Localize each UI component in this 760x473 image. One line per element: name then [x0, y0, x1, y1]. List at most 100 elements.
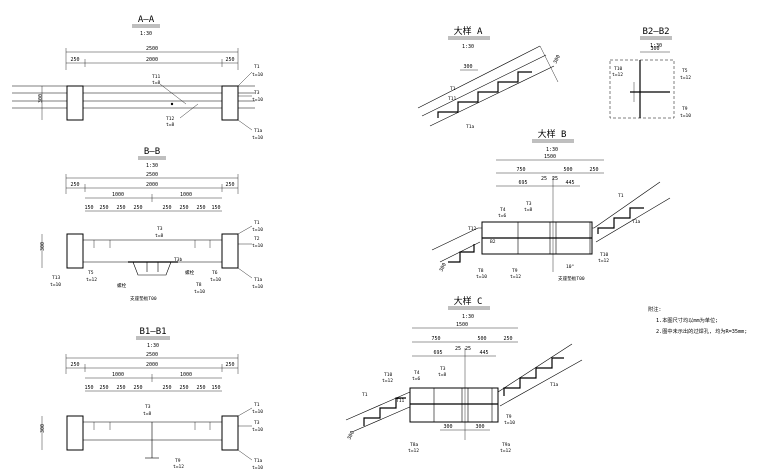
bb-label-t13-t: t=10	[50, 282, 61, 288]
detail-b-dim-b: 500	[563, 167, 572, 173]
aa-label-t12: T12	[166, 116, 175, 122]
bb-label-t2-t: t=10	[252, 243, 263, 249]
detail-c-dim-total: 1500	[456, 322, 468, 328]
detail-b-dim-c: 250	[589, 167, 598, 173]
notes-line-1: 1.本图尺寸均以mm为单位;	[656, 316, 718, 324]
b1-sub-dim: 250	[162, 385, 171, 391]
detail-a-label-t1: T1	[450, 86, 456, 92]
bb-label-pad: 支座垫板T00	[130, 295, 157, 302]
b1-label-t9-t: t=12	[173, 464, 184, 470]
bb-sub-dim: 250	[179, 205, 188, 211]
b1-label-t9: T9	[175, 458, 181, 464]
bb-label-t1a: T1a	[254, 277, 263, 283]
detail-b-dim-f: 25	[552, 176, 558, 182]
bb-label-t5-t: t=12	[86, 277, 97, 283]
b1-dim-total: 2500	[146, 352, 158, 358]
bb-sub-dim: 150	[211, 205, 220, 211]
detail-a-dim-top: 300	[463, 64, 472, 70]
b1-label-t3r-t: t=10	[252, 427, 263, 433]
detail-c-title: 大样 C	[454, 295, 483, 307]
aa-label-t12-t: t=8	[166, 122, 175, 128]
b1-label-t3: T3	[145, 404, 151, 410]
detail-c-dim-side: 300	[346, 430, 355, 441]
aa-label-t1: T1	[254, 64, 260, 70]
aa-dim-total: 2500	[146, 46, 158, 52]
detail-b-title: 大样 B	[538, 128, 567, 140]
bb-label-t3b: T3b	[174, 257, 183, 263]
b1-dim-side: 300	[40, 424, 46, 433]
detail-c-label-t9: T9	[506, 414, 512, 420]
bb-label-t2: T2	[254, 236, 260, 242]
detail-c-label-t10: T10	[384, 372, 393, 378]
b1-sub-dim: 250	[196, 385, 205, 391]
b1-label-t1-t: t=10	[252, 409, 263, 415]
aa-label-t3: T3	[254, 90, 260, 96]
detail-b-label-pad: 支座垫板T00	[558, 275, 585, 282]
bb-sub-dim: 250	[133, 205, 142, 211]
bb-label-bolt: 螺栓	[117, 282, 127, 289]
b1-label-t1a-t: t=10	[252, 465, 263, 471]
bb-sub-dims: 150 250 250 250 250 250 250 150	[84, 205, 220, 211]
detail-c-dim-f: 25	[465, 346, 471, 352]
detail-b-label-t9: T9	[512, 268, 518, 274]
b1-label-t3r: T3	[254, 420, 260, 426]
detail-b-label-t8: T8	[478, 268, 484, 274]
detail-b-label-t10-t: t=12	[598, 258, 609, 264]
section-b1: B1–B1 1:30 2500 250 2000 250 1000 1000 1…	[40, 327, 263, 471]
detail-b-label-angle: 10°	[566, 264, 575, 270]
bb-label-t8: T8	[196, 282, 202, 288]
bb-label-t8-t: t=10	[194, 289, 205, 295]
aa-label-t11-t: t=8	[152, 80, 161, 86]
notes-title: 附注:	[648, 305, 662, 313]
section-b1-title: B1–B1	[139, 327, 166, 337]
detail-c-dim-b: 500	[477, 336, 486, 342]
b1-label-t1: T1	[254, 402, 260, 408]
b1-sub-dim: 250	[179, 385, 188, 391]
detail-c-label-t9-t: t=10	[504, 420, 515, 426]
detail-c-label-t3: T3	[440, 366, 446, 372]
bb-sub-dim: 150	[84, 205, 93, 211]
b1-dim-a: 1000	[112, 372, 124, 378]
section-bb-scale: 1:30	[146, 163, 158, 169]
bb-label-t6: T6	[212, 270, 218, 276]
detail-b2-scale: 1:30	[650, 43, 662, 49]
detail-b2-label-t5: T5	[682, 68, 688, 74]
detail-c-label-t3-t: t=8	[438, 372, 447, 378]
bb-dim-c: 1000	[180, 192, 192, 198]
detail-c-label-t1a: T1a	[550, 382, 559, 388]
detail-c-label-t8a: T8a	[410, 442, 419, 448]
detail-c-label-t9a-t: t=12	[500, 448, 511, 454]
detail-c-dim-d: 695	[433, 350, 442, 356]
detail-b-label-t4: T4	[500, 207, 506, 213]
aa-label-t3-t: t=10	[252, 97, 263, 103]
detail-b-label-b2: B2	[490, 239, 496, 245]
detail-c-dim-g: 445	[479, 350, 488, 356]
detail-a-title: 大样 A	[454, 25, 483, 37]
detail-b2-label-t9: T9	[682, 106, 688, 112]
detail-b-dim-d: 695	[518, 180, 527, 186]
detail-b-label-t1: T1	[618, 193, 624, 199]
detail-a: 大样 A 1:30 300 300 T1 T11 T1a	[417, 25, 562, 130]
aa-dim-mid: 2000	[146, 57, 158, 63]
detail-c-dim-a: 750	[431, 336, 440, 342]
detail-b-dim-e: 25	[541, 176, 547, 182]
b1-dim-b: 2000	[146, 362, 158, 368]
bb-dim-b: 2000	[146, 182, 158, 188]
detail-b-dim-g: 445	[565, 180, 574, 186]
detail-b-label-t9-t: t=12	[510, 274, 521, 280]
b1-dim-right: 250	[225, 362, 234, 368]
bb-dim-side: 300	[40, 242, 46, 251]
bb-label-bolt-right: 螺栓	[185, 269, 195, 276]
notes-block: 附注: 1.本图尺寸均以mm为单位; 2.图中未示出的过焊孔, 均为R=35mm…	[648, 305, 747, 335]
detail-b-label-t10: T10	[600, 252, 609, 258]
b1-sub-dim: 250	[133, 385, 142, 391]
detail-a-scale: 1:30	[462, 44, 474, 50]
bb-sub-dim: 250	[99, 205, 108, 211]
detail-b2-dim-w: 300	[650, 46, 659, 52]
bb-label-t6-t: t=10	[210, 277, 221, 283]
section-bb: B–B 1:30 2500 250 2000 250 1000 1000 150…	[40, 147, 263, 302]
detail-b2-label-t5-t: t=12	[680, 75, 691, 81]
aa-label-t11: T11	[152, 74, 161, 80]
notes-line-2: 2.图中未示出的过焊孔, 均为R=35mm;	[656, 327, 747, 335]
